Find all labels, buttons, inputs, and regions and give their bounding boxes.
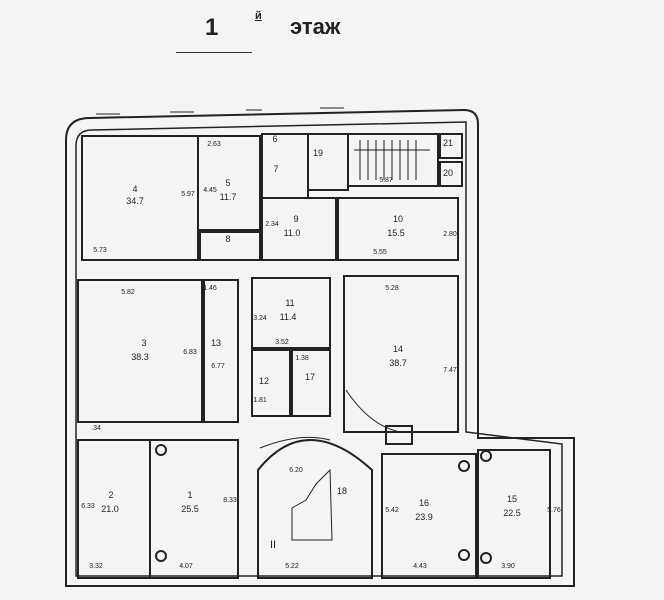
room-area-2: 21.0 (101, 504, 119, 514)
room-dimension-13: 1.46 (203, 285, 217, 292)
floor-ordinal-suffix: й (255, 10, 262, 22)
room-area-1: 25.5 (181, 504, 199, 514)
room-dimension-3: .34 (91, 425, 101, 432)
room-dimension-9: 2.34 (265, 221, 279, 228)
room-5 (197, 135, 261, 231)
room-17 (291, 349, 331, 417)
title-underline (176, 52, 252, 53)
room-dimension-11: 3.24 (253, 315, 267, 322)
room-15 (477, 449, 551, 579)
room-number-18: 18 (337, 486, 347, 496)
room-dimension-10: 5.55 (373, 249, 387, 256)
room-number-4: 4 (132, 184, 137, 194)
room-9 (261, 197, 337, 261)
room-number-8: 8 (225, 234, 230, 244)
room-area-14: 38.7 (389, 358, 407, 368)
room-dimension-2: 3.32 (89, 563, 103, 570)
room-dimension-20: 5.87 (379, 177, 393, 184)
room-16 (381, 453, 477, 579)
column-mark (458, 549, 470, 561)
room-dimension-13: 6.77 (211, 363, 225, 370)
room-dimension-10: 2.80 (443, 231, 457, 238)
room-area-15: 22.5 (503, 508, 521, 518)
room-area-10: 15.5 (387, 228, 405, 238)
room-6-7 (261, 133, 309, 199)
column-mark (480, 450, 492, 462)
section-mark: II (270, 539, 276, 551)
outer-wall (65, 108, 575, 587)
room-dimension-12: 1.81 (253, 397, 267, 404)
room-number-15: 15 (507, 494, 517, 504)
room-number-14: 14 (393, 344, 403, 354)
room-dimension-18: 6.20 (289, 467, 303, 474)
room-number-3: 3 (141, 338, 146, 348)
room-dimension-5: 2.63 (207, 141, 221, 148)
room-dimension-18: 5.22 (285, 563, 299, 570)
room-dimension-4: 5.73 (93, 247, 107, 254)
room-dimension-14: 7.47 (443, 367, 457, 374)
door-swings (259, 389, 401, 449)
room-dimension-2: 6.33 (81, 503, 95, 510)
room-dimension-4: 5.97 (181, 191, 195, 198)
room-20 (439, 161, 463, 187)
room-number-7: 7 (273, 164, 278, 174)
column-mark (480, 552, 492, 564)
room-8 (199, 231, 261, 261)
room-number-6: 6 (272, 134, 277, 144)
room-dimension-3: 6.83 (183, 349, 197, 356)
room-1 (149, 439, 239, 579)
windows (65, 107, 575, 587)
room-area-4: 34.7 (126, 196, 144, 206)
room-12 (251, 349, 291, 417)
room-3 (77, 279, 203, 423)
room-10 (337, 197, 459, 261)
room-area-9: 11.0 (284, 228, 301, 238)
room-dimension-1: 8.33 (223, 497, 237, 504)
room-number-1: 1 (187, 490, 192, 500)
room-18 (257, 439, 373, 579)
room-number-11: 11 (285, 298, 294, 308)
room-19 (307, 133, 349, 191)
room-area-3: 38.3 (131, 352, 149, 362)
room-dimension-16: 4.43 (413, 563, 427, 570)
room-dimension-11: 3.52 (275, 339, 289, 346)
stair-landing (385, 425, 413, 445)
room-dimension-5: 4.45 (203, 187, 217, 194)
stairs-18 (291, 468, 333, 541)
room-21 (439, 133, 463, 159)
room-number-16: 16 (419, 498, 429, 508)
room-number-13: 13 (211, 338, 221, 348)
column-mark (458, 460, 470, 472)
room-number-9: 9 (293, 214, 298, 224)
room-13 (203, 279, 239, 423)
stairs-top (354, 140, 430, 180)
room-area-11: 11.4 (280, 312, 297, 322)
inner-wall (75, 121, 563, 577)
floor-number: 1 (205, 14, 219, 41)
room-number-5: 5 (225, 178, 230, 188)
room-dimension-17: 1.38 (295, 355, 309, 362)
room-dimension-3: 5.82 (121, 289, 135, 296)
column-mark (155, 550, 167, 562)
room-number-20: 20 (443, 168, 453, 178)
room-dimension-1: 4.07 (179, 563, 193, 570)
room-number-10: 10 (393, 214, 403, 224)
room-14 (343, 275, 459, 433)
room-number-19: 19 (313, 148, 323, 158)
floor-word: этаж (290, 14, 341, 39)
room-dimension-16: 5.42 (385, 507, 399, 514)
room-dimension-15: 3.90 (501, 563, 515, 570)
room-number-12: 12 (259, 376, 269, 386)
room-area-5: 11.7 (220, 192, 237, 202)
room-number-17: 17 (305, 372, 315, 382)
room-number-21: 21 (443, 138, 453, 148)
column-mark (155, 444, 167, 456)
room-11 (251, 277, 331, 349)
stair-top (347, 133, 439, 187)
room-number-2: 2 (108, 490, 113, 500)
room-area-16: 23.9 (415, 512, 433, 522)
room-dimension-15: 5.76 (547, 507, 561, 514)
room-dimension-14: 5.28 (385, 285, 399, 292)
